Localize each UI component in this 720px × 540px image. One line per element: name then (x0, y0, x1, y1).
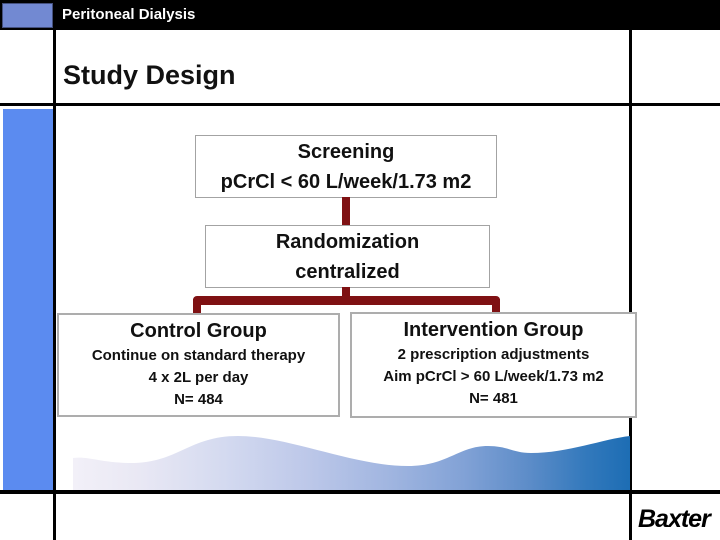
screening-box: Screening pCrCl < 60 L/week/1.73 m2 (195, 135, 497, 198)
screening-criteria: pCrCl < 60 L/week/1.73 m2 (220, 171, 472, 193)
intervention-group-line: 2 prescription adjustments (397, 346, 590, 363)
control-group-box: Control Group Continue on standard thera… (57, 313, 340, 417)
screening-title: Screening (297, 141, 395, 163)
frame-hline-bottom (0, 490, 720, 494)
randomization-box: Randomization centralized (205, 225, 490, 288)
control-group-title: Control Group (130, 320, 267, 342)
accent-rect (2, 3, 53, 28)
connector-branch-right (492, 299, 500, 314)
page-title: Study Design (63, 60, 236, 90)
wave-graphic (73, 430, 630, 490)
intervention-group-title: Intervention Group (403, 319, 584, 341)
connector-branch-bar (193, 296, 500, 305)
control-group-line: 4 x 2L per day (148, 369, 249, 386)
connector-screening-randomization (342, 197, 350, 226)
control-group-line: Continue on standard therapy (91, 347, 306, 364)
intervention-group-line: Aim pCrCl > 60 L/week/1.73 m2 (383, 368, 604, 385)
randomization-subtitle: centralized (295, 261, 400, 283)
top-bar: Peritoneal Dialysis (0, 0, 720, 30)
connector-branch-left (193, 299, 201, 314)
control-group-n: N= 484 (174, 391, 223, 408)
frame-hline-top (0, 103, 720, 106)
deck-title: Peritoneal Dialysis (62, 6, 196, 23)
intervention-group-n: N= 481 (469, 390, 518, 407)
randomization-title: Randomization (275, 231, 420, 253)
sidebar-accent-bar (3, 109, 53, 490)
frame-vline-left (53, 30, 56, 540)
baxter-logo: Baxter (638, 505, 711, 533)
frame-vline-right (629, 30, 632, 540)
intervention-group-box: Intervention Group 2 prescription adjust… (350, 312, 637, 418)
connector-branch-stub (342, 287, 350, 298)
